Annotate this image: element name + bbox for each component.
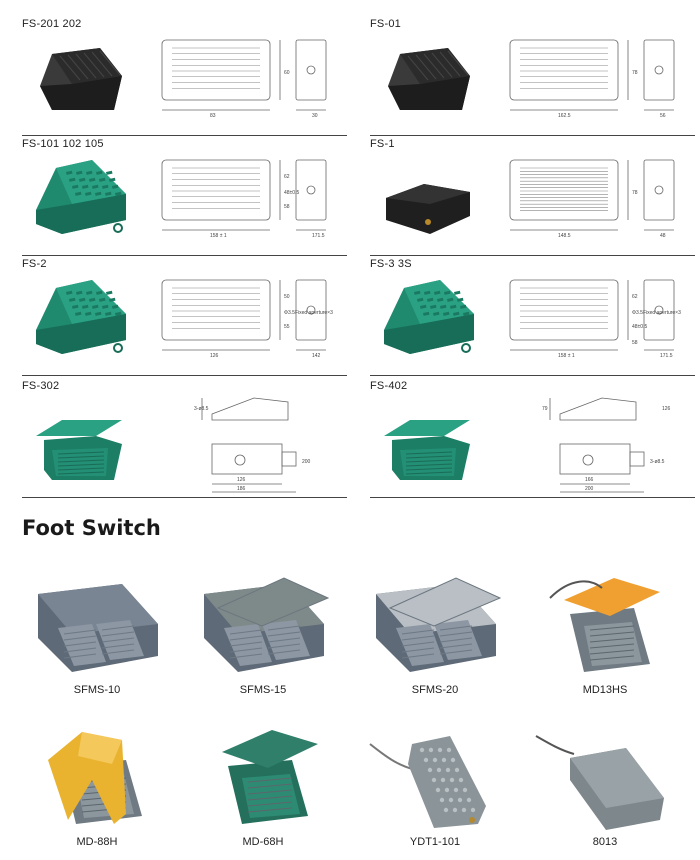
product-card: MD-68H — [188, 720, 338, 848]
product-photo — [535, 735, 664, 830]
dimension-label: 166 — [585, 477, 594, 483]
product-photo — [204, 577, 330, 672]
divider — [370, 255, 695, 256]
product-label: MD13HS — [582, 684, 628, 696]
divider — [370, 135, 695, 136]
dimension-label: 158 ± 1 — [558, 353, 575, 359]
model-title: FS-01 — [370, 18, 401, 30]
model-title: FS-201 202 — [22, 18, 82, 30]
dimension-label: 78 — [632, 70, 638, 76]
dimension-label: 62 — [632, 294, 638, 300]
product-photo — [222, 730, 318, 824]
dimension-label: 78 — [632, 190, 638, 196]
dimension-label: 126 — [662, 406, 671, 412]
section-title: Foot Switch — [22, 516, 161, 540]
divider — [22, 497, 347, 498]
product-card: 8013 — [530, 720, 680, 848]
dimension-drawing: 148.5 48 78 — [509, 159, 675, 239]
product-card: MD13HS — [530, 568, 680, 696]
dimension-drawing: 158 ± 1 171.5 48±0.5 62 58 — [161, 159, 327, 239]
pedal-photo — [384, 280, 474, 354]
model-title: FS-1 — [370, 138, 395, 150]
dimension-label: 200 — [302, 459, 311, 465]
dimension-label: 48±0.5 — [284, 190, 299, 196]
dimension-drawing: 126 186 200 3-ø8.5 — [194, 397, 311, 493]
product-photo — [38, 584, 158, 672]
model-card: 126 186 200 3-ø8.5 FS-302 — [22, 380, 347, 498]
dimension-label: 158 ± 1 — [210, 233, 227, 239]
model-card: 148.5 48 78 FS-1 — [370, 138, 695, 256]
dimension-label: 48±0.5 — [632, 324, 647, 330]
dimension-drawing: 166 200 3-ø8.5 79 126 — [542, 397, 671, 493]
product-photo — [369, 736, 486, 828]
dimension-label: 186 — [237, 486, 246, 492]
model-card: 158 ± 1 171.5 Φ3.5Fixed aperture×3 62 48±0.5… — [370, 258, 695, 376]
dimension-drawing: 83 30 60 — [161, 39, 327, 119]
dimension-label: 148.5 — [558, 233, 571, 239]
dimension-label: 62 — [284, 174, 290, 180]
model-card: 126 142 Φ3.5Fixed aperture×3 50 55 FS-2 — [22, 258, 347, 376]
product-label: 8013 — [592, 836, 618, 848]
product-card: MD-88H — [22, 720, 172, 848]
model-card: 162.5 56 78 FS-01 — [370, 18, 695, 136]
pedal-photo — [36, 280, 126, 354]
product-photo — [376, 577, 502, 672]
product-label: YDT1-101 — [409, 836, 461, 848]
dimension-label: 171.5 — [312, 233, 325, 239]
pedal-photo — [36, 160, 126, 234]
pedal-photo — [388, 48, 470, 110]
dimension-label: Φ3.5Fixed aperture×3 — [284, 310, 333, 316]
dimension-label: 126 — [210, 353, 219, 359]
dimension-label: 3-ø8.5 — [194, 406, 209, 412]
dimension-label: 30 — [312, 113, 318, 119]
model-card: 158 ± 1 171.5 48±0.5 62 58 FS-101 102 105 — [22, 138, 347, 256]
product-label: SFMS-20 — [411, 684, 459, 696]
dimension-label: 142 — [312, 353, 321, 359]
dimension-label: 48 — [660, 233, 666, 239]
product-card: SFMS-20 — [360, 568, 510, 696]
product-card: SFMS-10 — [22, 568, 172, 696]
dimension-label: 79 — [542, 406, 548, 412]
pedal-photo — [384, 420, 470, 480]
pedal-photo — [40, 48, 122, 110]
product-photo — [549, 578, 660, 672]
model-title: FS-302 — [22, 380, 60, 392]
dimension-label: 3-ø8.5 — [650, 459, 665, 465]
product-label: MD-68H — [242, 836, 284, 848]
product-label: MD-88H — [76, 836, 118, 848]
model-title: FS-2 — [22, 258, 47, 270]
dimension-label: 58 — [632, 340, 638, 346]
dimension-label: Φ3.5Fixed aperture×3 — [632, 310, 681, 316]
divider — [370, 497, 695, 498]
product-card: YDT1-101 — [360, 720, 510, 848]
dimension-label: 50 — [284, 294, 290, 300]
model-title: FS-3 3S — [370, 258, 412, 270]
model-card: 166 200 3-ø8.5 79 126 FS-402 — [370, 380, 695, 498]
model-title: FS-101 102 105 — [22, 138, 104, 150]
dimension-label: 171.5 — [660, 353, 673, 359]
dimension-drawing: 158 ± 1 171.5 Φ3.5Fixed aperture×3 62 48±0.5… — [509, 279, 681, 359]
product-photo — [48, 732, 142, 824]
dimension-label: 126 — [237, 477, 246, 483]
divider — [370, 375, 695, 376]
dimension-drawing: 162.5 56 78 — [509, 39, 675, 119]
dimension-label: 55 — [284, 324, 290, 330]
dimension-label: 83 — [210, 113, 216, 119]
dimension-label: 162.5 — [558, 113, 571, 119]
divider — [22, 375, 347, 376]
dimension-label: 200 — [585, 486, 594, 492]
pedal-photo — [386, 184, 470, 234]
divider — [22, 255, 347, 256]
product-card: SFMS-15 — [188, 568, 338, 696]
dimension-label: 60 — [284, 70, 290, 76]
dimension-drawing: 126 142 Φ3.5Fixed aperture×3 50 55 — [161, 279, 333, 359]
model-card: 83 30 60 FS-201 202 — [22, 18, 347, 136]
pedal-photo — [36, 420, 122, 480]
divider — [22, 135, 347, 136]
dimension-label: 56 — [660, 113, 666, 119]
model-title: FS-402 — [370, 380, 408, 392]
product-label: SFMS-15 — [239, 684, 287, 696]
product-label: SFMS-10 — [73, 684, 121, 696]
dimension-label: 58 — [284, 204, 290, 210]
